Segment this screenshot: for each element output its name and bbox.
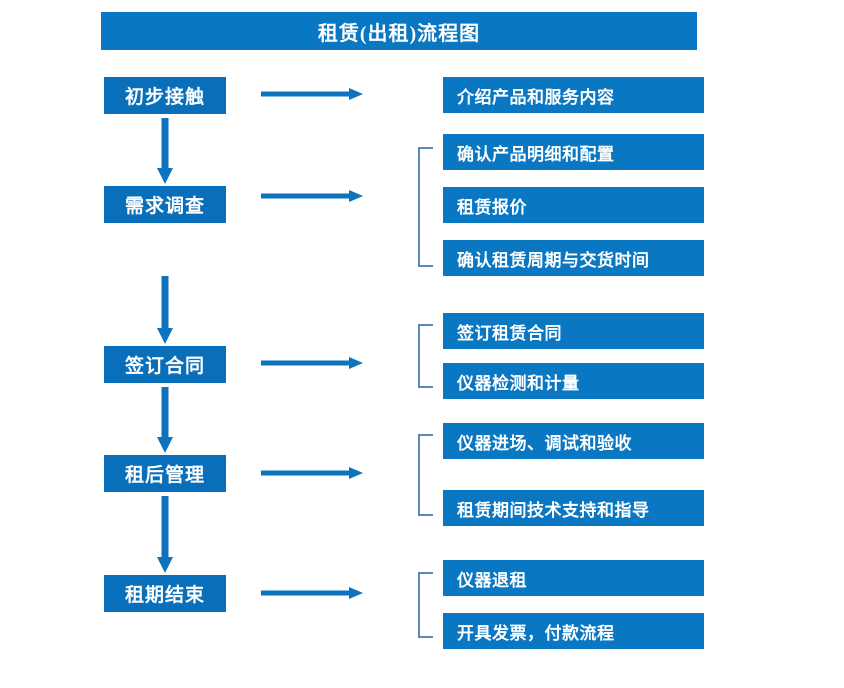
detail-label: 确认租赁周期与交货时间	[457, 250, 650, 270]
down-arrow-icon	[155, 496, 175, 573]
stage-box-needs-survey[interactable]: 需求调查	[104, 186, 226, 223]
detail-label: 租赁报价	[457, 197, 527, 217]
stage-label: 租期结束	[124, 585, 205, 606]
detail-box-invoice-payment-process[interactable]: 开具发票，付款流程	[443, 613, 704, 649]
detail-box-instrument-entry-debug-acceptance[interactable]: 仪器进场、调试和验收	[443, 423, 704, 459]
right-arrow-icon	[261, 356, 363, 370]
detail-label: 仪器检测和计量	[457, 373, 580, 393]
detail-box-lease-quotation[interactable]: 租赁报价	[443, 187, 704, 223]
right-arrow-icon	[261, 189, 363, 203]
down-arrow-icon	[155, 276, 175, 344]
detail-label: 介绍产品和服务内容	[457, 87, 615, 107]
detail-label: 租赁期间技术支持和指导	[457, 500, 650, 520]
detail-box-instrument-inspection-metrology[interactable]: 仪器检测和计量	[443, 363, 704, 399]
detail-box-instrument-return[interactable]: 仪器退租	[443, 560, 704, 596]
group-bracket-needs-survey	[418, 147, 433, 267]
right-arrow-icon	[261, 586, 363, 600]
page-title: 租赁(出租)流程图	[101, 12, 697, 50]
detail-label: 仪器退租	[457, 570, 527, 590]
detail-label: 仪器进场、调试和验收	[457, 433, 632, 453]
stage-label: 需求调查	[124, 196, 205, 217]
group-bracket-lease-end	[418, 572, 433, 638]
right-arrow-icon	[261, 87, 363, 101]
stage-label: 租后管理	[124, 465, 205, 486]
group-bracket-sign-contract	[418, 324, 433, 388]
stage-box-sign-contract[interactable]: 签订合同	[104, 346, 226, 383]
detail-box-confirm-lease-period-delivery[interactable]: 确认租赁周期与交货时间	[443, 240, 704, 276]
detail-label: 确认产品明细和配置	[457, 144, 615, 164]
detail-label: 签订租赁合同	[457, 323, 562, 343]
detail-label: 开具发票，付款流程	[457, 623, 615, 643]
stage-label: 签订合同	[124, 356, 205, 377]
group-bracket-post-lease	[418, 434, 433, 516]
stage-label: 初步接触	[124, 87, 205, 108]
detail-box-confirm-product-spec[interactable]: 确认产品明细和配置	[443, 134, 704, 170]
stage-box-initial-contact[interactable]: 初步接触	[104, 77, 226, 114]
stage-box-lease-end[interactable]: 租期结束	[104, 575, 226, 612]
detail-box-intro-products-services[interactable]: 介绍产品和服务内容	[443, 77, 704, 113]
down-arrow-icon	[155, 118, 175, 184]
detail-box-sign-lease-contract[interactable]: 签订租赁合同	[443, 313, 704, 349]
detail-box-technical-support-guidance[interactable]: 租赁期间技术支持和指导	[443, 490, 704, 526]
down-arrow-icon	[155, 387, 175, 453]
stage-box-post-lease-management[interactable]: 租后管理	[104, 455, 226, 492]
right-arrow-icon	[261, 466, 363, 480]
